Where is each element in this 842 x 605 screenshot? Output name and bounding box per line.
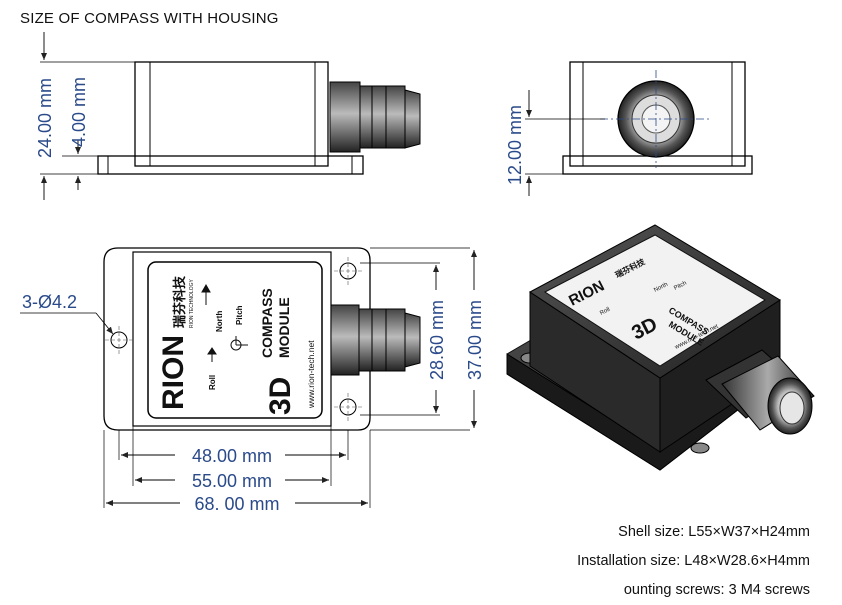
spec-shell-size: Shell size: L55×W37×H24mm xyxy=(618,524,810,540)
axis-north-label: North xyxy=(215,311,224,332)
dim-height-flange: 4.00 mm xyxy=(69,77,89,147)
side-view xyxy=(40,32,421,200)
diagram-title: SIZE OF COMPASS WITH HOUSING xyxy=(20,10,279,27)
label-artwork: RION 瑞芬科技 RION TECHNOLOGY 3D COMPASS MOD… xyxy=(157,275,316,415)
label-brand: RION xyxy=(157,335,190,410)
label-brand-cn: 瑞芬科技 xyxy=(172,275,187,328)
axis-roll-label: Roll xyxy=(208,375,217,390)
label-url: www.rion-tech.net xyxy=(306,340,316,409)
iso-roll: Roll xyxy=(599,307,611,317)
dim-hole-spec: 3-Ø4.2 xyxy=(22,292,77,312)
label-module: MODULE xyxy=(276,297,292,358)
dim-height-total: 24.00 mm xyxy=(35,78,55,158)
axis-arrows-icon xyxy=(201,283,248,362)
side-housing xyxy=(134,61,329,167)
label-brand-sub: RION TECHNOLOGY xyxy=(189,279,195,328)
top-view: RION 瑞芬科技 RION TECHNOLOGY 3D COMPASS MOD… xyxy=(20,247,477,508)
dim-length-total: 68. 00 mm xyxy=(194,494,279,514)
spec-install-size: Installation size: L48×W28.6×H4mm xyxy=(577,553,810,569)
dim-width-outer: 37.00 mm xyxy=(465,300,485,380)
iso-cable-gland xyxy=(705,349,815,435)
top-cable-gland xyxy=(330,304,421,376)
label-compass: COMPASS xyxy=(259,288,275,358)
end-housing xyxy=(569,61,746,167)
dim-width-holes: 28.60 mm xyxy=(427,300,447,380)
side-cable-gland xyxy=(329,81,421,153)
isometric-view: RION 瑞芬科技 3D COMPASS MODULE www.rion-tec… xyxy=(506,224,815,471)
side-flange xyxy=(97,155,364,175)
label-3d: 3D xyxy=(264,377,297,415)
dim-length-shell: 55.00 mm xyxy=(192,471,272,491)
end-view xyxy=(525,61,753,196)
axis-pitch-label: Pitch xyxy=(235,305,244,325)
spec-screws: ounting screws: 3 M4 screws xyxy=(623,582,810,598)
spec-list: Shell size: L55×W37×H24mm Installation s… xyxy=(577,518,810,605)
iso-pitch: Pitch xyxy=(673,280,688,291)
dim-length-holes: 48.00 mm xyxy=(192,446,272,466)
dim-connector-height: 12.00 mm xyxy=(505,105,525,185)
